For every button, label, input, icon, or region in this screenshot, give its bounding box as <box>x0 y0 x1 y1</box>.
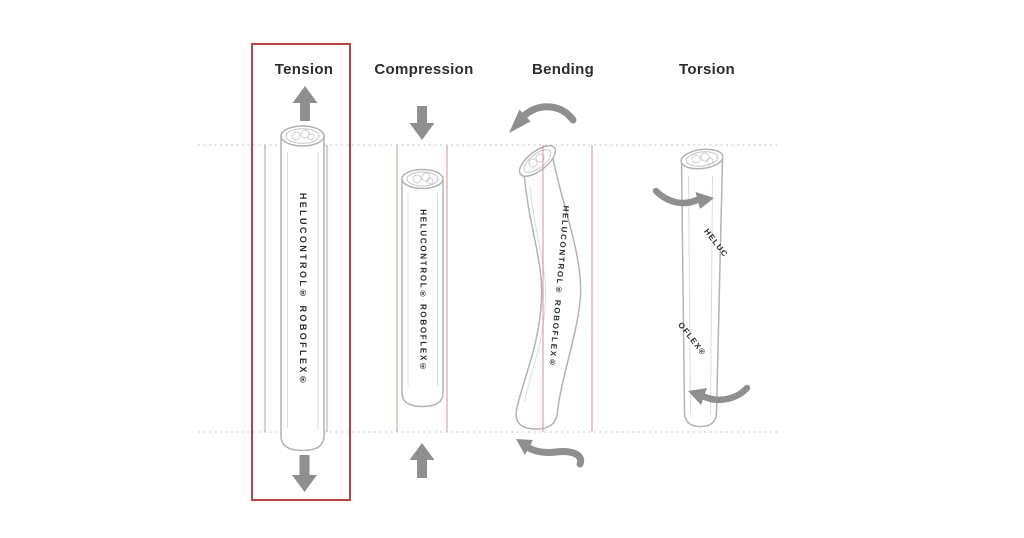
bending-cable <box>515 145 582 430</box>
cable-print-label-tension: HELUCONTROL® ROBOFLEX® <box>298 192 308 388</box>
bending-bottom-curved-arrow-icon <box>516 439 585 468</box>
torsion-top-twist-arrow-icon <box>652 187 714 209</box>
column-title-tension: Tension <box>274 61 334 78</box>
cable-cross-section <box>280 125 325 147</box>
torsion-bottom-twist-arrow-icon <box>688 384 751 405</box>
tension-cable <box>280 125 325 452</box>
dashed-guide-lines <box>198 144 780 433</box>
column-title-compression: Compression <box>374 61 474 78</box>
tension-down-arrow-icon <box>292 455 317 492</box>
torsion-cable <box>680 148 724 428</box>
tension-up-arrow-icon <box>292 86 318 121</box>
compression-cable <box>401 168 444 408</box>
column-title-bending: Bending <box>531 61 595 78</box>
compression-down-arrow-icon <box>409 106 435 140</box>
cable-cross-section <box>680 148 724 170</box>
cable-print-label-compression: HELUCONTROL® ROBOFLEX® <box>418 209 428 373</box>
compression-up-arrow-icon <box>409 443 435 478</box>
reference-lines <box>264 145 593 432</box>
column-title-torsion: Torsion <box>679 61 735 78</box>
tension-highlight-box <box>251 43 351 501</box>
bending-top-curved-arrow-icon <box>509 103 577 133</box>
